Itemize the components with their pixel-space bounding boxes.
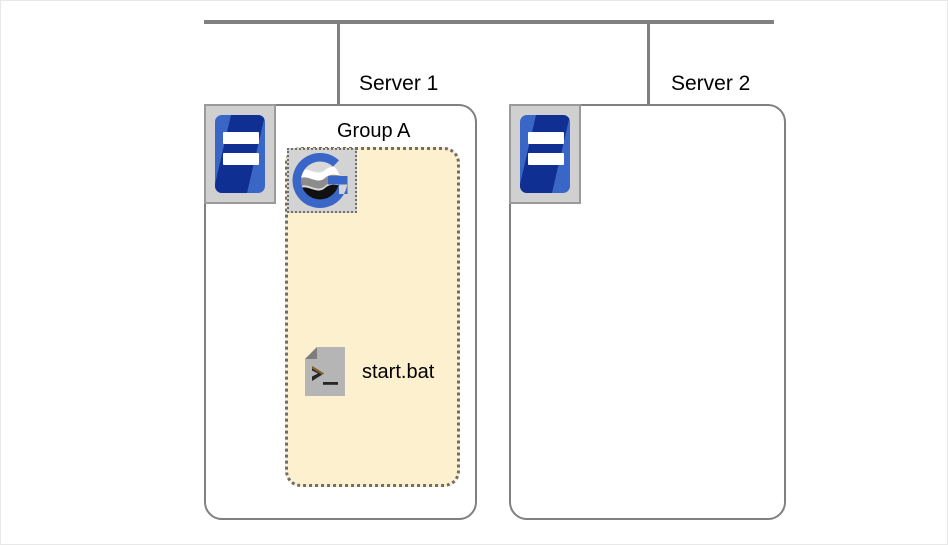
network-drop-server-1 [337,22,340,106]
server-icon-bar-1 [223,132,259,144]
server-icon-bar-2 [528,153,564,165]
server-2-box[interactable] [509,104,786,520]
group-a-label: Group A [337,120,411,142]
start-bat-row[interactable]: start.bat [304,346,434,397]
server-icon-card [520,115,570,193]
server-1-label: Server 1 [359,72,439,95]
bat-file-icon [304,346,346,397]
start-bat-label: start.bat [362,360,435,383]
server-icon-bar-1 [528,132,564,144]
server-2-label: Server 2 [671,72,751,95]
glassfish-icon[interactable] [287,148,357,213]
server-icon-bar-2 [223,153,259,165]
server-icon [204,104,276,204]
server-icon-card [215,115,265,193]
network-bus-line [204,20,774,24]
server-icon [509,104,581,204]
network-drop-server-2 [647,22,650,106]
